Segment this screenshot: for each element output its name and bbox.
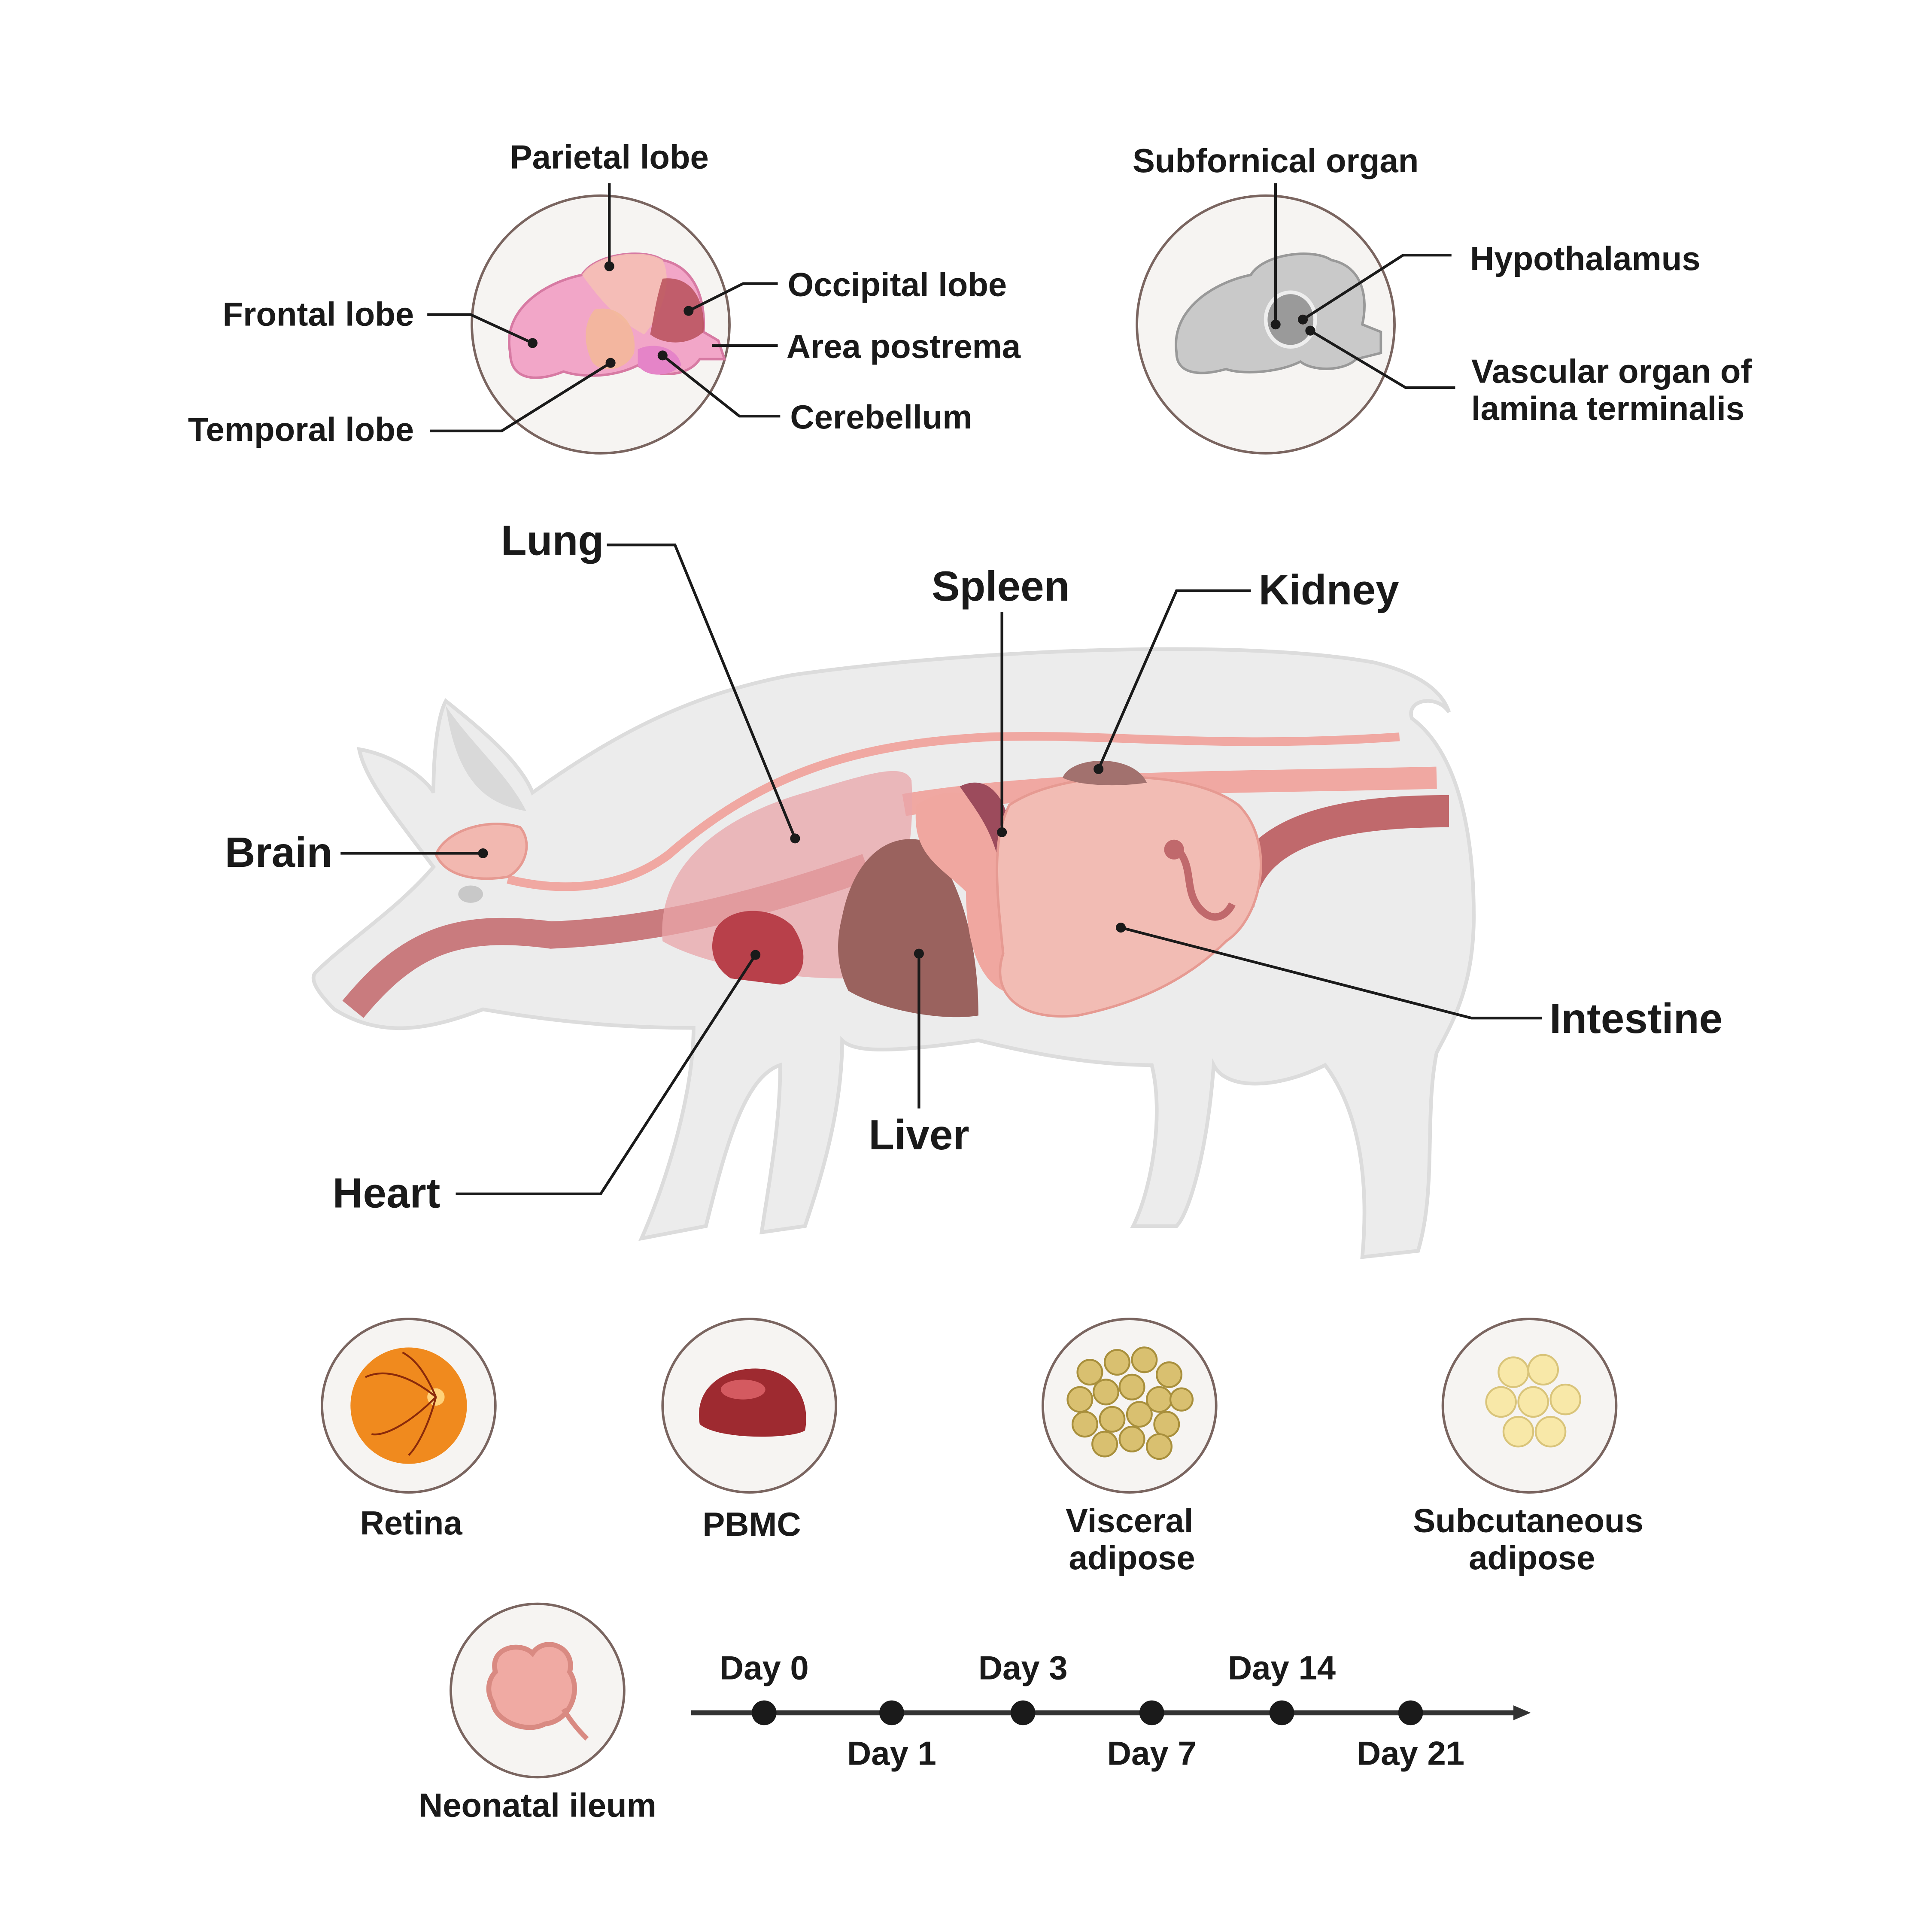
label-subfornical-organ: Subfornical organ [1133,142,1419,179]
leader-occipital [688,282,778,312]
timepoint-marker [1139,1700,1164,1725]
tissue-visceral-adipose: Visceral adipose [1041,1318,1218,1577]
label-temporal-lobe: Temporal lobe [188,410,414,448]
leader-heart [456,954,757,1195]
intestine-icon [486,1642,589,1741]
label-subcutaneous-line1: Subcutaneous [1413,1501,1643,1539]
label-visceral-line1: Visceral [1066,1501,1193,1539]
leader-cerebellum [662,354,781,418]
tissue-subcutaneous-adipose: Subcutaneous adipose [1413,1318,1643,1577]
label-day-3: Day 3 [978,1649,1068,1687]
heart-organ [712,911,804,985]
label-hypothalamus: Hypothalamus [1470,240,1701,277]
intestine-organ [996,776,1262,1018]
label-liver: Liver [869,1111,969,1158]
tissue-pbmc: PBMC [661,1318,837,1543]
leader-frontal [427,313,533,344]
label-heart: Heart [333,1170,440,1217]
stomach-organ [915,793,1015,991]
leader-kidney [1097,589,1251,770]
leader-lung [607,544,796,839]
label-kidney: Kidney [1259,566,1399,614]
label-neonatal-ileum: Neonatal ileum [419,1786,656,1824]
label-day-1: Day 1 [847,1735,936,1772]
label-subcutaneous-line2: adipose [1469,1539,1595,1577]
label-day-7: Day 7 [1107,1735,1197,1772]
label-lung: Lung [501,516,604,564]
label-parietal-lobe: Parietal lobe [510,138,709,176]
leader-temporal [429,361,611,433]
brain-lobes-illustration [508,252,726,379]
label-intestine: Intestine [1549,995,1722,1042]
pig-illustration [311,647,1476,1259]
label-vascular-organ-line1: Vascular organ of [1471,352,1753,390]
arrow-head-icon [1513,1705,1531,1720]
label-area-postrema: Area postrema [787,328,1021,365]
label-occipital-lobe: Occipital lobe [788,265,1007,303]
label-day-14: Day 14 [1228,1649,1336,1687]
label-pbmc: PBMC [702,1505,801,1543]
label-vascular-organ-line2: lamina terminalis [1471,389,1744,427]
label-day-0: Day 0 [720,1649,809,1687]
timepoint-marker [1269,1700,1294,1725]
timepoint-marker [1010,1700,1036,1725]
label-cerebellum: Cerebellum [790,398,972,436]
leader-vascular-organ [1309,329,1455,389]
label-frontal-lobe: Frontal lobe [223,295,414,333]
leader-hypothalamus [1302,254,1452,321]
label-brain: Brain [225,829,333,876]
tissue-retina: Retina [321,1318,497,1542]
adipocytes-icon [1066,1346,1194,1460]
brain-regions-inset: Subfornical organ Hypothalamus Vascular … [1133,142,1753,455]
label-spleen: Spleen [932,562,1070,610]
timeline: Day 0 Day 1 Day 3 Day 7 Day 14 Day 21 [691,1649,1531,1772]
kidney-organ [1063,760,1147,786]
artery [507,732,1400,891]
tissue-neonatal-ileum: Neonatal ileum [419,1602,656,1824]
leader-intestine [1120,926,1542,1020]
timepoint-marker [751,1700,777,1725]
label-day-21: Day 21 [1357,1735,1464,1772]
organ-labels: Lung Spleen Kidney Brain Intestine Liver… [225,516,1722,1216]
brain-lobes-inset: Parietal lobe Frontal lobe Temporal lobe… [188,138,1021,455]
adipocytes-icon [1485,1354,1581,1448]
label-retina: Retina [360,1504,463,1542]
label-visceral-line2: adipose [1069,1539,1195,1577]
timepoint-marker [879,1700,904,1725]
retina-icon [350,1347,467,1464]
timepoint-marker [1398,1700,1423,1725]
liver-organ [838,839,978,1018]
